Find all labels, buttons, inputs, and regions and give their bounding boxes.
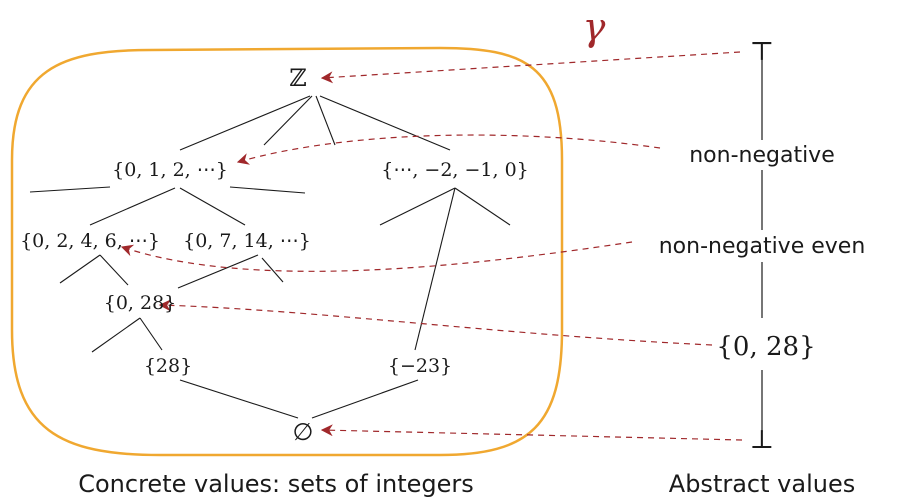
node-nonpositive: {⋯, −2, −1, 0} xyxy=(381,159,529,181)
arrow-top-to-integers xyxy=(320,51,741,84)
gamma-arrows xyxy=(120,51,743,441)
concrete-nodes: ℤ {0, 1, 2, ⋯} {⋯, −2, −1, 0} {0, 2, 4, … xyxy=(20,64,529,446)
abstract-nonneg: non-negative xyxy=(689,143,835,168)
node-naturals: {0, 1, 2, ⋯} xyxy=(112,159,228,181)
arrow-set-to-set-0-28 xyxy=(158,299,713,346)
arrow-bottom-to-empty xyxy=(320,424,743,441)
node-integers: ℤ xyxy=(289,64,307,92)
node-evens: {0, 2, 4, 6, ⋯} xyxy=(20,230,160,252)
gamma-label: γ xyxy=(583,5,606,49)
abstract-bottom: ⊥ xyxy=(750,425,774,455)
node-multiples-7: {0, 7, 14, ⋯} xyxy=(183,230,311,252)
abstract-nonneg-even: non-negative even xyxy=(659,234,866,259)
node-empty: ∅ xyxy=(293,418,314,446)
abstract-nodes: ⊤ non-negative non-negative even {0, 28}… xyxy=(659,37,866,455)
abstract-set-0-28: {0, 28} xyxy=(716,332,815,362)
concrete-lattice-edges xyxy=(29,95,511,419)
abstract-top: ⊤ xyxy=(750,37,774,67)
concrete-caption: Concrete values: sets of integers xyxy=(78,470,474,498)
node-set-neg23: {−23} xyxy=(388,355,452,377)
arrow-nonneg-even-to-evens xyxy=(120,241,633,272)
node-set-0-28: {0, 28} xyxy=(104,292,177,314)
abstract-caption: Abstract values xyxy=(669,470,855,498)
concrete-domain-boundary xyxy=(10,46,564,457)
node-set-28: {28} xyxy=(144,355,192,377)
arrow-nonneg-to-naturals xyxy=(236,134,661,165)
